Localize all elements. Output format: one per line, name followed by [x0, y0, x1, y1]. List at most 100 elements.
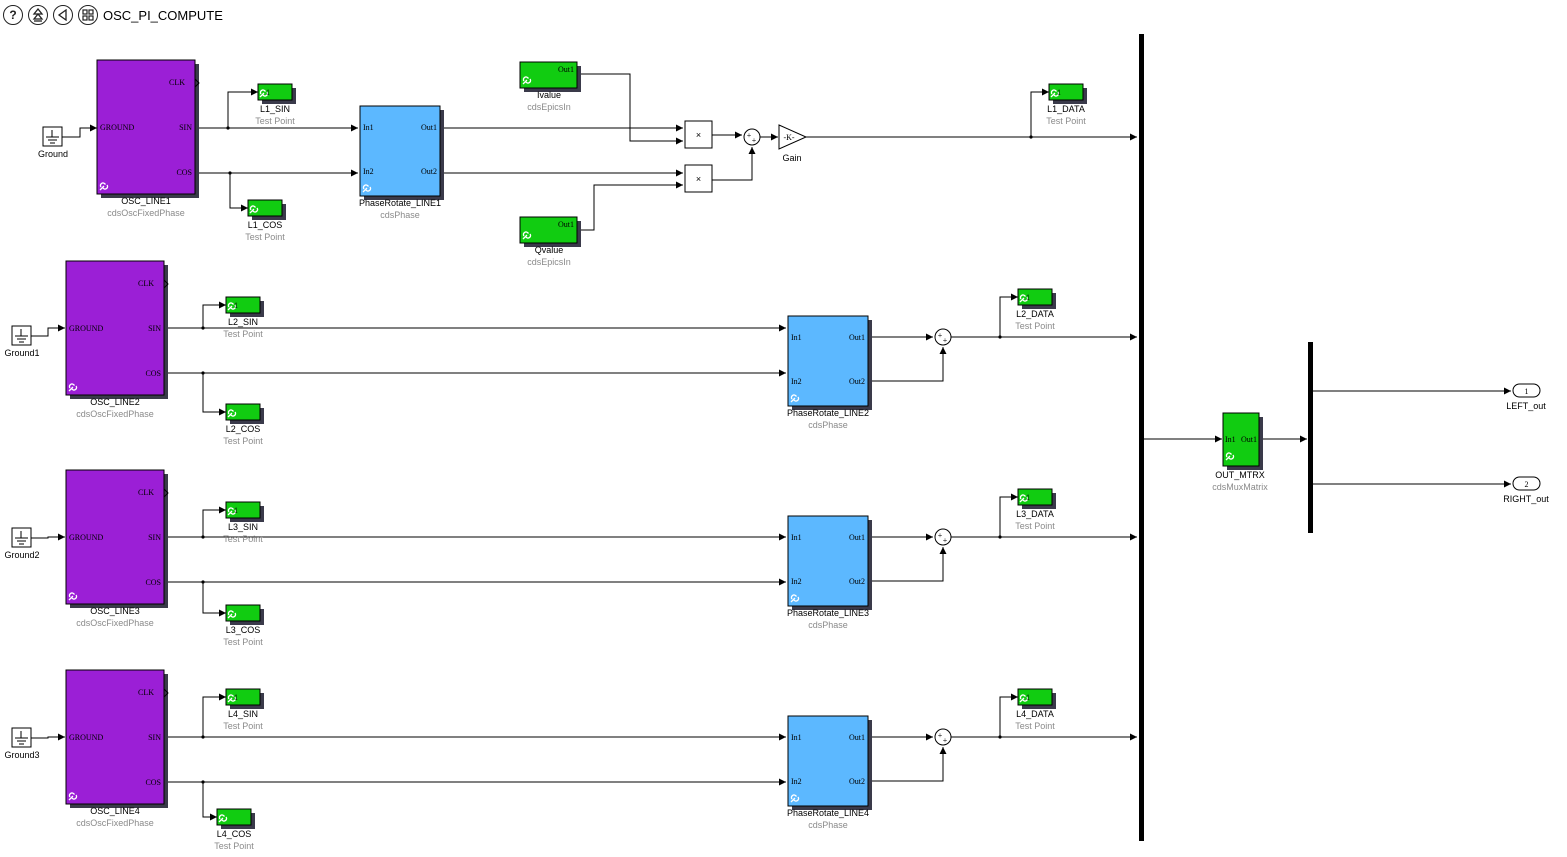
test-point-l1-data[interactable]: 1 — [1048, 83, 1087, 104]
signal-line[interactable] — [31, 733, 65, 741]
port-label: 1 — [1026, 693, 1030, 702]
test-point-name: L3_SIN — [228, 522, 258, 532]
demux-bar[interactable] — [1308, 342, 1313, 533]
test-point-l3-sin[interactable]: 1 — [225, 501, 264, 522]
sum-block[interactable]: ++ — [743, 128, 761, 146]
signal-line[interactable] — [999, 493, 1018, 537]
library-link-icon — [522, 231, 532, 240]
phase-library: cdsPhase — [380, 210, 420, 220]
test-point-name: L4_COS — [217, 829, 252, 839]
test-point-l4-sin[interactable]: 1 — [225, 688, 264, 709]
port-label: 1 — [1057, 88, 1061, 97]
ground-block[interactable] — [42, 126, 63, 147]
port-label: Out2 — [849, 577, 865, 586]
up-to-parent-icon[interactable] — [28, 5, 48, 25]
test-point-l2-sin[interactable]: 1 — [225, 296, 264, 317]
test-point-l1-cos[interactable] — [247, 199, 286, 220]
test-point-l2-data[interactable]: 1 — [1017, 288, 1056, 309]
library-link-icon — [227, 694, 237, 703]
signal-line[interactable] — [202, 506, 226, 537]
test-point-name: L2_DATA — [1016, 309, 1054, 319]
product-symbol: × — [696, 174, 701, 184]
port-label: In2 — [791, 577, 802, 586]
test-point-l3-cos[interactable] — [225, 604, 264, 625]
product-block[interactable]: × — [684, 164, 713, 193]
test-point-l1-sin[interactable]: 1 — [257, 83, 296, 104]
test-point-l2-cos[interactable] — [225, 403, 264, 424]
signal-line[interactable] — [868, 747, 947, 782]
signal-line[interactable] — [577, 181, 683, 231]
test-point-type: Test Point — [223, 721, 263, 731]
sum-block[interactable]: ++ — [934, 728, 952, 746]
epics-library: cdsEpicsIn — [527, 102, 571, 112]
osc-library: cdsOscFixedPhase — [76, 618, 154, 628]
test-point-l3-data[interactable]: 1 — [1017, 488, 1056, 509]
port-label: CLK — [138, 488, 154, 497]
port-label: Out2 — [849, 377, 865, 386]
signal-line[interactable] — [202, 693, 226, 737]
library-link-icon — [68, 383, 78, 392]
epics-input-qvalue[interactable]: Out1 — [519, 216, 581, 247]
test-point-name: L3_DATA — [1016, 509, 1054, 519]
back-icon[interactable] — [53, 5, 73, 25]
outport-right-out[interactable]: 2 — [1512, 476, 1541, 491]
signal-line[interactable] — [712, 147, 756, 181]
library-link-icon — [227, 610, 237, 619]
library-link-icon — [218, 814, 228, 823]
port-label: GROUND — [69, 324, 103, 333]
signal-line[interactable] — [999, 693, 1018, 737]
sum-block[interactable]: ++ — [934, 528, 952, 546]
ground-block[interactable] — [11, 325, 32, 346]
signal-line[interactable] — [202, 782, 217, 821]
help-icon[interactable]: ? — [3, 5, 23, 25]
product-block[interactable]: × — [684, 120, 713, 149]
phase-library: cdsPhase — [808, 820, 848, 830]
library-link-icon — [259, 89, 269, 98]
test-point-name: L1_SIN — [260, 104, 290, 114]
test-point-name: L4_DATA — [1016, 709, 1054, 719]
test-point-l4-data[interactable]: 1 — [1017, 688, 1056, 709]
signal-line[interactable] — [577, 73, 683, 145]
osc-library: cdsOscFixedPhase — [76, 409, 154, 419]
port-label: GROUND — [100, 123, 134, 132]
sum-sign: + — [747, 131, 752, 140]
port-label: Out1 — [558, 220, 574, 229]
port-label: In1 — [791, 533, 802, 542]
port-label: Out1 — [1241, 435, 1257, 444]
osc-library: cdsOscFixedPhase — [76, 818, 154, 828]
signal-line[interactable] — [62, 124, 97, 138]
epics-input-ivalue[interactable]: Out1 — [519, 61, 581, 92]
port-label: In1 — [791, 333, 802, 342]
signal-line[interactable] — [31, 324, 65, 337]
port-label: SIN — [148, 324, 161, 333]
epics-name: Qvalue — [535, 245, 564, 255]
signal-line[interactable] — [31, 533, 65, 541]
signal-line[interactable] — [1030, 88, 1049, 137]
signal-line[interactable] — [202, 373, 226, 416]
signal-line[interactable] — [868, 547, 947, 582]
signal-line[interactable] — [227, 88, 258, 128]
gain-block[interactable] — [778, 124, 808, 150]
mux-bar[interactable] — [1139, 34, 1144, 841]
signal-line[interactable] — [999, 293, 1018, 337]
ground-block[interactable] — [11, 527, 32, 548]
ground-block[interactable] — [11, 727, 32, 748]
sum-block[interactable]: ++ — [934, 328, 952, 346]
signal-line[interactable] — [229, 173, 248, 212]
signal-line[interactable] — [868, 347, 947, 382]
overview-icon[interactable] — [78, 5, 98, 25]
outport-left-out[interactable]: 1 — [1512, 383, 1541, 398]
signal-line[interactable] — [202, 582, 226, 617]
library-link-icon — [790, 394, 800, 403]
test-point-l4-cos[interactable] — [216, 808, 255, 829]
signal-line[interactable] — [202, 301, 226, 328]
